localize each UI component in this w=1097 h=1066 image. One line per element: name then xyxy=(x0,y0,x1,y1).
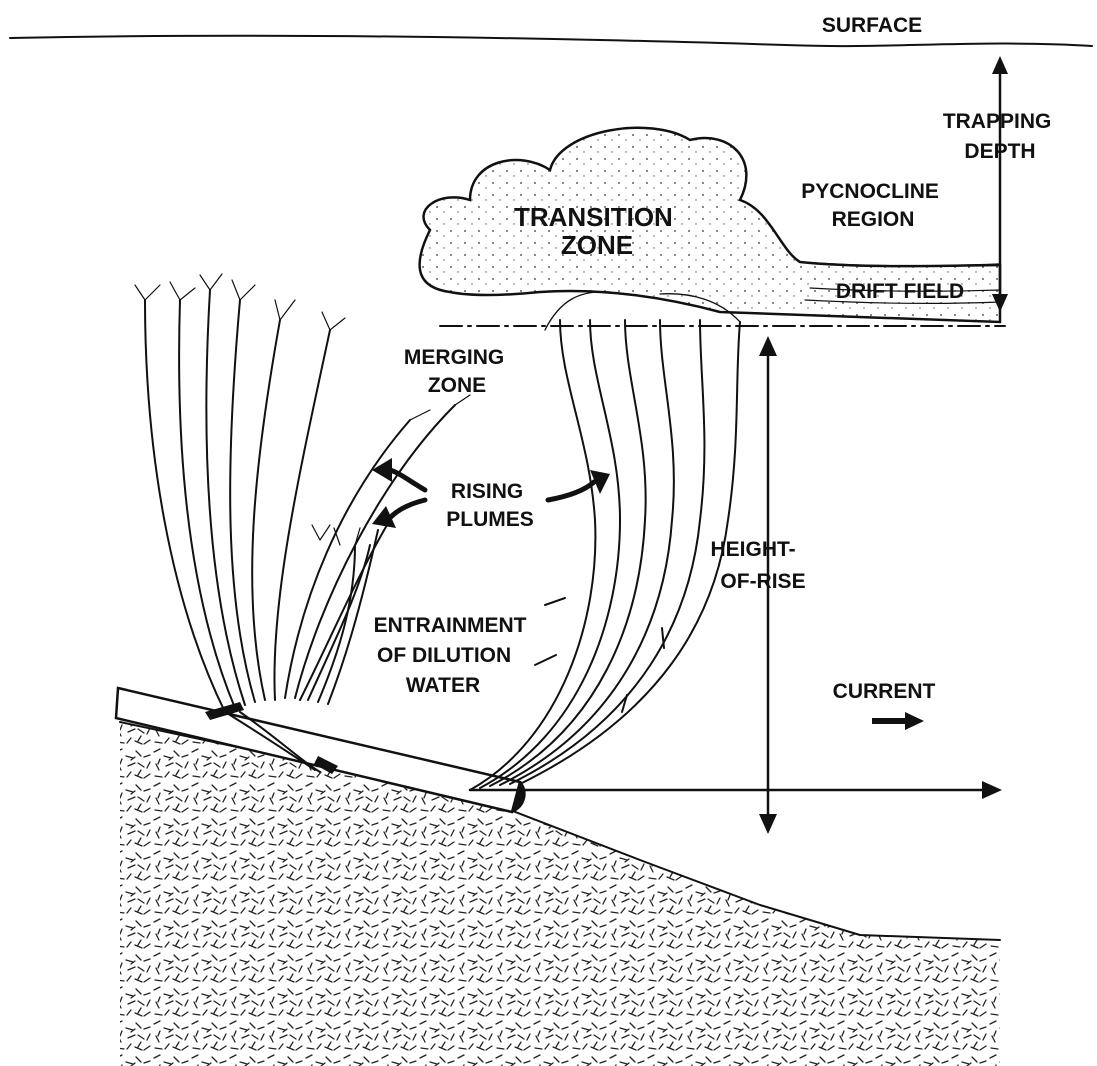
label-surface: SURFACE xyxy=(822,14,922,37)
label-merging-zone: MERGING ZONE xyxy=(404,346,510,397)
label-rising-plumes: RISING PLUMES xyxy=(446,480,534,531)
label-current: CURRENT xyxy=(833,680,936,703)
label-height-of-rise: HEIGHT- OF-RISE xyxy=(710,538,805,593)
sea-surface-line xyxy=(10,36,1092,46)
seabed-sediment xyxy=(120,722,1000,1066)
label-pycnocline-region: PYCNOCLINE REGION xyxy=(801,180,945,231)
label-entrainment: ENTRAINMENT OF DILUTION WATER xyxy=(374,614,533,697)
right-rising-plumes xyxy=(470,292,740,790)
baseline-arrow xyxy=(470,781,1002,799)
label-drift-field: DRIFT FIELD xyxy=(836,280,964,303)
current-arrow xyxy=(872,712,924,730)
